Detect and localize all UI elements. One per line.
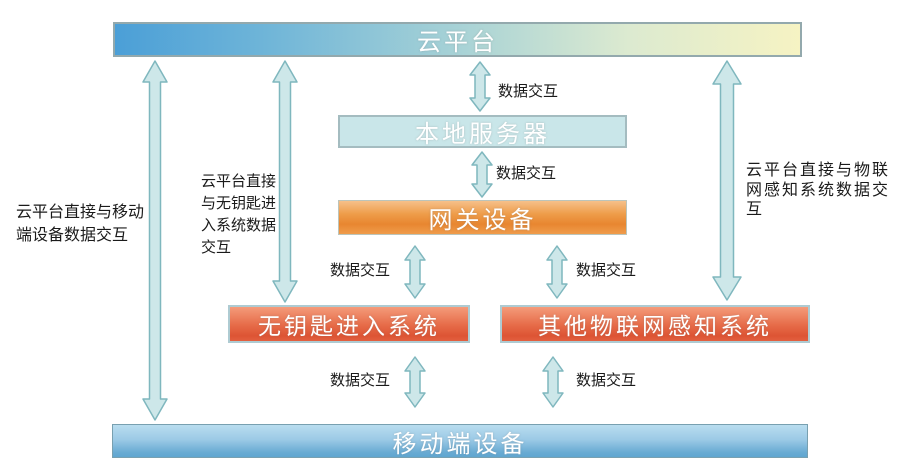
edge-label-gateway-iot: 数据交互 bbox=[576, 261, 637, 279]
side-label-line: 端设备数据交互 bbox=[16, 225, 129, 244]
side-label-cloud-mobile: 云平台直接与移动 端设备数据交互 bbox=[16, 200, 158, 246]
side-label-line: 交互 bbox=[201, 238, 232, 256]
side-label-line: 入系统数据 bbox=[201, 216, 277, 234]
double-arrow-gateway-to-iot-icon bbox=[546, 245, 568, 299]
double-arrow-cloud-to-mobile-icon bbox=[142, 60, 168, 421]
side-label-line: 云平台直接 bbox=[201, 172, 277, 190]
node-cloud-platform: 云平台 bbox=[113, 22, 802, 57]
double-arrow-iot-to-mobile-icon bbox=[542, 356, 564, 408]
side-label-line: 云平台直接与物联 bbox=[746, 160, 891, 179]
node-gateway-device: 网关设备 bbox=[338, 200, 627, 235]
side-label-line: 云平台直接与移动 bbox=[16, 202, 145, 221]
double-arrow-cloud-to-local-server-icon bbox=[469, 61, 491, 112]
double-arrow-local-server-to-gateway-icon bbox=[471, 151, 493, 198]
side-label-line: 与无钥匙进 bbox=[201, 194, 277, 212]
double-arrow-cloud-to-keyless-icon bbox=[272, 60, 298, 303]
double-arrow-keyless-to-mobile-icon bbox=[404, 356, 426, 408]
side-label-cloud-keyless: 云平台直接 与无钥匙进 入系统数据 交互 bbox=[201, 170, 287, 258]
double-arrow-gateway-to-keyless-icon bbox=[404, 245, 426, 299]
node-keyless-entry-system: 无钥匙进入系统 bbox=[228, 305, 470, 343]
edge-label-gateway-keyless: 数据交互 bbox=[330, 261, 391, 279]
side-label-line: 互 bbox=[746, 199, 765, 218]
edge-label-local-gateway: 数据交互 bbox=[496, 164, 557, 182]
side-label-line: 网感知系统数据交 bbox=[746, 179, 891, 199]
edge-label-keyless-mobile: 数据交互 bbox=[330, 371, 391, 389]
double-arrow-cloud-to-iot-icon bbox=[712, 60, 742, 301]
edge-label-cloud-local: 数据交互 bbox=[498, 82, 559, 100]
edge-label-iot-mobile: 数据交互 bbox=[576, 371, 637, 389]
node-local-server: 本地服务器 bbox=[338, 115, 627, 148]
node-mobile-devices: 移动端设备 bbox=[112, 424, 808, 458]
side-label-cloud-iot: 云平台直接与物联 网感知系统数据交 互 bbox=[746, 160, 904, 219]
node-other-iot-sensing-system: 其他物联网感知系统 bbox=[500, 305, 810, 343]
